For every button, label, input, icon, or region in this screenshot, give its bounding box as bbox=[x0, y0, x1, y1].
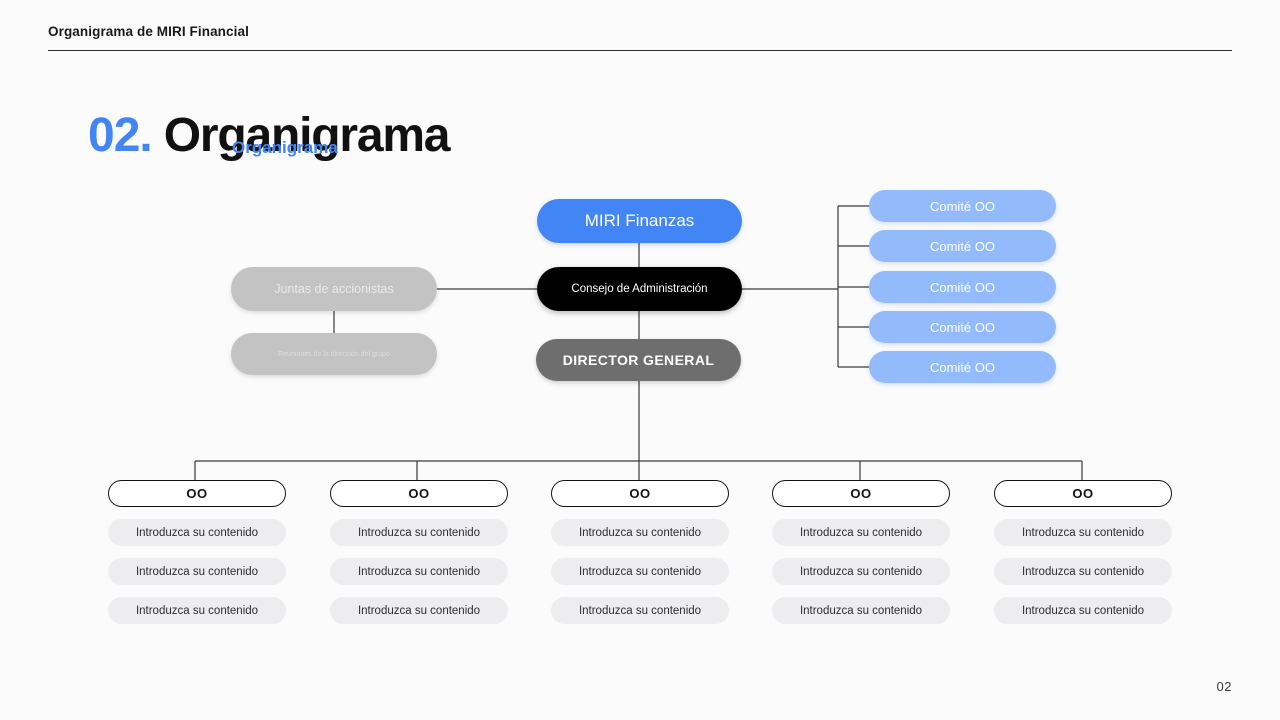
header-divider bbox=[48, 50, 1232, 51]
department-item-label: Introduzca su contenido bbox=[1021, 565, 1145, 578]
node-label: DIRECTOR GENERAL bbox=[562, 352, 715, 368]
node-label: Comité OO bbox=[929, 198, 995, 214]
department-item[interactable]: Introduzca su contenido bbox=[330, 597, 508, 624]
department-item-label: Introduzca su contenido bbox=[578, 565, 702, 578]
department-item[interactable]: Introduzca su contenido bbox=[551, 558, 729, 585]
department-item-label: Introduzca su contenido bbox=[357, 604, 481, 617]
department-item-label: Introduzca su contenido bbox=[357, 526, 481, 539]
header-title: Organigrama de MIRI Financial bbox=[48, 24, 249, 39]
department-item[interactable]: Introduzca su contenido bbox=[108, 597, 286, 624]
page-number: 02 bbox=[1216, 679, 1232, 694]
department-head-5[interactable]: OO bbox=[994, 480, 1172, 507]
department-head-4[interactable]: OO bbox=[772, 480, 950, 507]
department-item-label: Introduzca su contenido bbox=[357, 565, 481, 578]
node-reuniones-direccion-grupo[interactable]: Reuniones de la dirección del grupo bbox=[231, 333, 437, 375]
node-label: MIRI Finanzas bbox=[584, 211, 695, 230]
department-item[interactable]: Introduzca su contenido bbox=[330, 558, 508, 585]
page-title: 02. Organigrama bbox=[88, 108, 451, 168]
department-item[interactable]: Introduzca su contenido bbox=[772, 519, 950, 546]
department-item-label: Introduzca su contenido bbox=[1021, 526, 1145, 539]
node-comite-3[interactable]: Comité OO bbox=[869, 271, 1056, 303]
slide-header: Organigrama de MIRI Financial bbox=[48, 24, 1232, 39]
department-item-label: Introduzca su contenido bbox=[799, 565, 923, 578]
department-head-1[interactable]: OO bbox=[108, 480, 286, 507]
node-label: Consejo de Administración bbox=[571, 283, 708, 295]
department-column-4: OO Introduzca su contenido Introduzca su… bbox=[772, 480, 950, 624]
node-label: Comité OO bbox=[929, 279, 995, 295]
node-label: Juntas de accionistas bbox=[274, 282, 394, 296]
department-item[interactable]: Introduzca su contenido bbox=[108, 558, 286, 585]
department-item-label: Introduzca su contenido bbox=[1021, 604, 1145, 617]
department-column-1: OO Introduzca su contenido Introduzca su… bbox=[108, 480, 286, 624]
node-comite-5[interactable]: Comité OO bbox=[869, 351, 1056, 383]
title-text: Organigrama bbox=[163, 109, 451, 162]
department-item-label: Introduzca su contenido bbox=[799, 526, 923, 539]
department-item-label: Introduzca su contenido bbox=[135, 526, 259, 539]
department-item-label: Introduzca su contenido bbox=[135, 565, 259, 578]
node-comite-2[interactable]: Comité OO bbox=[869, 230, 1056, 262]
department-item-label: Introduzca su contenido bbox=[578, 604, 702, 617]
department-item[interactable]: Introduzca su contenido bbox=[994, 519, 1172, 546]
department-head-label: OO bbox=[186, 486, 208, 501]
node-juntas-accionistas[interactable]: Juntas de accionistas bbox=[231, 267, 437, 311]
node-director-general[interactable]: DIRECTOR GENERAL bbox=[536, 339, 741, 381]
node-miri-finanzas[interactable]: MIRI Finanzas bbox=[537, 199, 742, 243]
department-head-label: OO bbox=[1072, 486, 1094, 501]
node-label: Comité OO bbox=[929, 319, 995, 335]
department-head-label: OO bbox=[850, 486, 872, 501]
department-item-label: Introduzca su contenido bbox=[799, 604, 923, 617]
department-item[interactable]: Introduzca su contenido bbox=[551, 519, 729, 546]
department-item[interactable]: Introduzca su contenido bbox=[994, 558, 1172, 585]
department-item[interactable]: Introduzca su contenido bbox=[108, 519, 286, 546]
department-column-3: OO Introduzca su contenido Introduzca su… bbox=[551, 480, 729, 624]
node-comite-4[interactable]: Comité OO bbox=[869, 311, 1056, 343]
department-head-label: OO bbox=[629, 486, 651, 501]
node-label: Comité OO bbox=[929, 359, 995, 375]
node-label: Comité OO bbox=[929, 238, 995, 254]
department-head-3[interactable]: OO bbox=[551, 480, 729, 507]
department-item[interactable]: Introduzca su contenido bbox=[772, 597, 950, 624]
node-comite-1[interactable]: Comité OO bbox=[869, 190, 1056, 222]
department-item-label: Introduzca su contenido bbox=[135, 604, 259, 617]
department-item-label: Introduzca su contenido bbox=[578, 526, 702, 539]
node-label: Reuniones de la dirección del grupo bbox=[278, 350, 390, 358]
title-number: 02. bbox=[88, 109, 153, 162]
department-head-label: OO bbox=[408, 486, 430, 501]
department-item[interactable]: Introduzca su contenido bbox=[772, 558, 950, 585]
department-item[interactable]: Introduzca su contenido bbox=[551, 597, 729, 624]
node-consejo-administracion[interactable]: Consejo de Administración bbox=[537, 267, 742, 311]
department-column-2: OO Introduzca su contenido Introduzca su… bbox=[330, 480, 508, 624]
department-item[interactable]: Introduzca su contenido bbox=[994, 597, 1172, 624]
department-item[interactable]: Introduzca su contenido bbox=[330, 519, 508, 546]
department-column-5: OO Introduzca su contenido Introduzca su… bbox=[994, 480, 1172, 624]
department-head-2[interactable]: OO bbox=[330, 480, 508, 507]
